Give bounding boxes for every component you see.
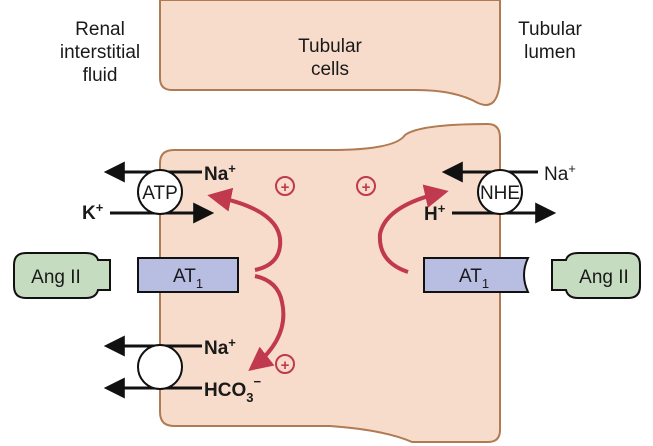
svg-text:Tubular: Tubular (298, 36, 362, 57)
svg-text:+: + (362, 179, 371, 196)
hco3-label: HCO3− (204, 374, 261, 405)
stimulation-pathway-basolateral (207, 187, 286, 371)
na-label-atp: Na+ (204, 161, 236, 185)
na-hco3-cotransporter: Na+ HCO3− (103, 335, 261, 405)
svg-text:cells: cells (311, 59, 349, 80)
red-arrow-to-atpase (207, 187, 283, 272)
na-label-nhe: Na+ (544, 161, 576, 185)
top-tubular-cell (159, 0, 501, 106)
tubular-cells-label: Tubular cells (298, 36, 362, 80)
svg-text:interstitial: interstitial (60, 42, 140, 63)
red-arrow-to-nhe (377, 184, 449, 274)
stimulation-pathway-apical (377, 184, 449, 274)
ang-ii-ligand-left: Ang II (13, 252, 111, 299)
nhe-circle (477, 169, 523, 215)
svg-text:Ang II: Ang II (31, 267, 81, 288)
at1-receptor-apical: AT1 (423, 257, 530, 293)
h-label: H+ (424, 201, 446, 225)
ang-ii-ligand-right: Ang II (551, 252, 641, 299)
svg-text:Ang II: Ang II (579, 267, 629, 288)
k-label: K+ (82, 200, 104, 224)
svg-text:+: + (281, 357, 290, 374)
svg-text:Renal: Renal (75, 19, 125, 40)
na-label-cotransporter: Na+ (204, 335, 236, 359)
svg-text:AT1: AT1 (459, 266, 489, 291)
tubular-lumen-label: Tubular lumen (518, 19, 582, 63)
nhe-exchanger: NHE Na+ H+ (424, 161, 576, 225)
plus-symbol-bottom: + (275, 354, 295, 374)
renal-interstitial-fluid-label: Renal interstitial fluid (60, 19, 140, 86)
red-arrow-to-cotransporter (248, 274, 286, 371)
at1-receptor-basolateral: AT1 (137, 257, 239, 293)
plus-symbol-top-right: + (356, 176, 376, 196)
svg-text:lumen: lumen (524, 42, 576, 63)
svg-text:Tubular: Tubular (518, 19, 582, 40)
svg-text:AT1: AT1 (173, 266, 203, 291)
nhe-label: NHE (480, 183, 520, 204)
plus-symbol-top-left: + (275, 176, 295, 196)
na-k-atpase: ATP Na+ K+ (82, 161, 236, 224)
svg-text:fluid: fluid (83, 65, 118, 86)
atp-pump-circle (137, 169, 183, 215)
svg-text:+: + (281, 179, 290, 196)
cotransporter-circle (137, 344, 183, 390)
atp-label: ATP (142, 183, 178, 204)
